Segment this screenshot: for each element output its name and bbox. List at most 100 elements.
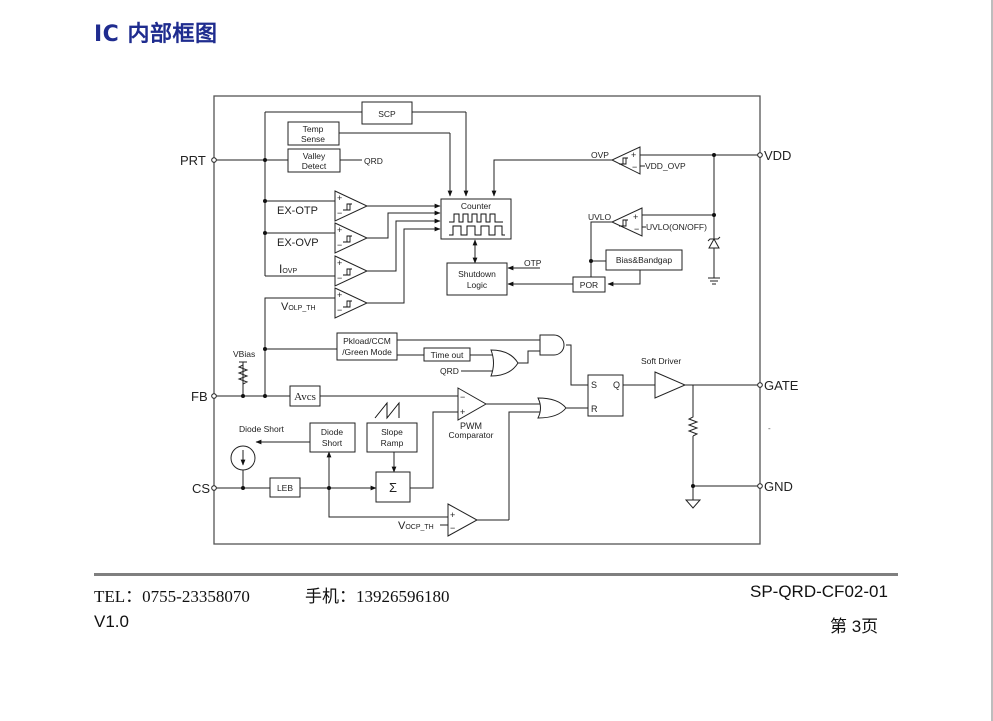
plus-sign: + — [631, 150, 636, 160]
otp-label: OTP — [524, 258, 542, 268]
plus-sign: + — [337, 225, 342, 235]
soft-driver-label: Soft Driver — [641, 356, 681, 366]
pkload-label-1: Pkload/CCM — [343, 336, 391, 346]
vbias-label: VBias — [233, 349, 255, 359]
slope-ramp-block — [366, 422, 418, 453]
page-title: IC 内部框图 — [94, 22, 218, 47]
counter-label: Counter — [461, 201, 491, 211]
minus-sign: − — [632, 162, 637, 172]
temp-sense-label-1: Temp — [303, 124, 324, 134]
footer-version: V1.0 — [94, 612, 129, 631]
shutdown-logic-label-1: Shutdown — [458, 269, 496, 279]
vbias-resistor-icon — [237, 362, 249, 387]
minus-sign: − — [450, 523, 455, 533]
comparator-label: Comparator — [449, 430, 494, 440]
latch-s-label: S — [591, 380, 597, 390]
diode-short-label-1: Diode — [321, 427, 343, 437]
time-out-block — [423, 347, 471, 362]
valley-detect-label-1: Valley — [303, 151, 326, 161]
temp-sense-block — [287, 121, 340, 146]
valley-detect-label-2: Detect — [302, 161, 327, 171]
uvlo-label: UVLO — [588, 212, 612, 222]
i-ovp-label: IOVP — [279, 262, 297, 276]
uvlo-onoff-label: UVLO(ON/OFF) — [646, 222, 707, 232]
v-olp-comparator — [334, 287, 369, 319]
minus-sign: − — [460, 392, 465, 402]
soft-driver-buffer — [654, 371, 687, 399]
ovp-label: OVP — [591, 150, 609, 160]
pin-vdd: VDD — [764, 148, 791, 163]
ground-triangle-icon — [684, 499, 702, 509]
ex-ovp-comparator — [334, 222, 369, 254]
plus-sign: + — [337, 290, 342, 300]
sigma-label: Σ — [389, 480, 397, 495]
pin-gate: GATE — [764, 378, 799, 393]
sawtooth-icon — [374, 401, 400, 420]
footer-page-number: 第 3页 — [830, 617, 879, 636]
pin-gnd: GND — [764, 479, 793, 494]
diode-short-label-2: Short — [322, 438, 343, 448]
scp-label: SCP — [378, 109, 396, 119]
diode-short-block — [309, 422, 356, 453]
page-edge — [991, 0, 993, 721]
hysteresis-icons — [343, 157, 628, 308]
pin-gate-dot — [757, 382, 763, 388]
plus-sign: + — [460, 407, 465, 417]
pin-fb: FB — [191, 389, 208, 404]
avcs-block — [289, 385, 321, 407]
footer-divider — [94, 573, 898, 576]
por-block — [572, 276, 606, 293]
uvlo-comparator — [610, 207, 643, 237]
pin-fb-dot — [211, 393, 217, 399]
slope-ramp-label-2: Ramp — [381, 438, 404, 448]
plus-sign: + — [633, 212, 638, 222]
footer-doc-code: SP-QRD-CF02-01 — [750, 582, 888, 601]
ex-otp-comparator — [334, 190, 369, 222]
or-gate-reset — [537, 397, 567, 419]
plus-sign: + — [337, 258, 342, 268]
gate-pulldown-resistor-icon — [687, 414, 699, 437]
latch-q-label: Q — [613, 380, 620, 390]
avcs-label: Avcs — [294, 391, 316, 403]
pkload-label-2: /Green Mode — [342, 347, 392, 357]
diode-short-output-label: Diode Short — [239, 424, 285, 434]
footer-tel: TEL：0755-23358070 — [94, 587, 250, 606]
stray-dot: - — [768, 424, 771, 433]
minus-sign: − — [337, 240, 342, 250]
ocp-comparator — [447, 503, 479, 537]
scp-block — [361, 101, 413, 125]
bias-bandgap-block — [605, 249, 683, 271]
minus-sign: − — [337, 305, 342, 315]
minus-sign: − — [337, 273, 342, 283]
or-gate-timeout — [490, 349, 519, 377]
zener-diode-icon — [707, 235, 721, 250]
ex-ovp-label: EX-OVP — [277, 237, 319, 249]
shutdown-logic-label-2: Logic — [467, 280, 488, 290]
pin-cs: CS — [192, 481, 210, 496]
v-olp-label: VOLP_TH — [281, 301, 316, 313]
time-out-label: Time out — [431, 350, 464, 360]
counter-waveform-icon — [449, 213, 505, 236]
v-ocp-label: VOCP_TH — [398, 520, 434, 532]
ground-icon — [708, 277, 720, 285]
qrd-or-label: QRD — [440, 366, 459, 376]
minus-sign: − — [634, 224, 639, 234]
minus-sign: − — [337, 208, 342, 218]
pin-vdd-dot — [757, 152, 763, 158]
por-label: POR — [580, 280, 598, 290]
ex-otp-label: EX-OTP — [277, 205, 318, 217]
latch-r-label: R — [591, 404, 598, 414]
sr-latch-block — [587, 374, 624, 417]
plus-sign: + — [450, 510, 455, 520]
temp-sense-label-2: Sense — [301, 134, 325, 144]
pin-prt: PRT — [180, 153, 206, 168]
plus-sign: + — [337, 193, 342, 203]
chip-outline — [213, 95, 761, 545]
and-gate — [539, 334, 565, 356]
pkload-block — [336, 332, 398, 361]
leb-label: LEB — [277, 483, 293, 493]
leb-block — [269, 477, 301, 498]
qrd-valley-label: QRD — [364, 156, 383, 166]
vdd-ovp-label: VDD_OVP — [645, 161, 686, 171]
